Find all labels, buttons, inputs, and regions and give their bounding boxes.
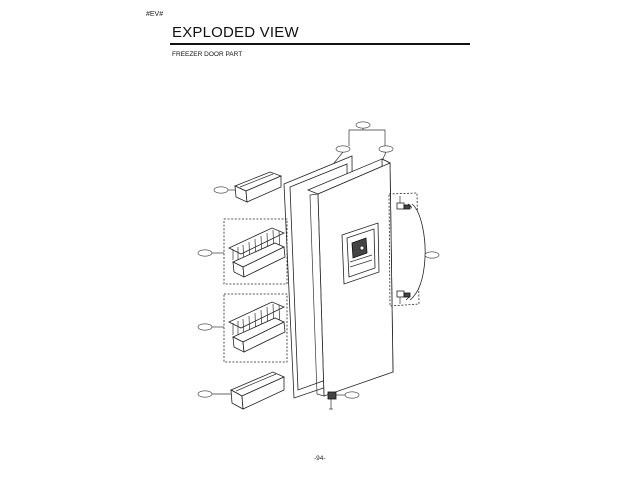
section-tag: #EV# xyxy=(146,11,164,18)
upper-door-bin xyxy=(213,171,283,203)
door-handle xyxy=(388,192,440,307)
page-title: EXPLODED VIEW xyxy=(172,24,299,41)
page-subtitle: FREEZER DOOR PART xyxy=(172,51,243,58)
upper-basket-group xyxy=(197,218,288,285)
lower-hinge-part xyxy=(327,391,360,410)
freezer-door xyxy=(306,158,394,397)
lower-basket-group xyxy=(197,293,288,363)
page-number: -94- xyxy=(314,455,326,462)
lower-door-bin xyxy=(197,371,285,410)
title-underline xyxy=(170,43,470,45)
